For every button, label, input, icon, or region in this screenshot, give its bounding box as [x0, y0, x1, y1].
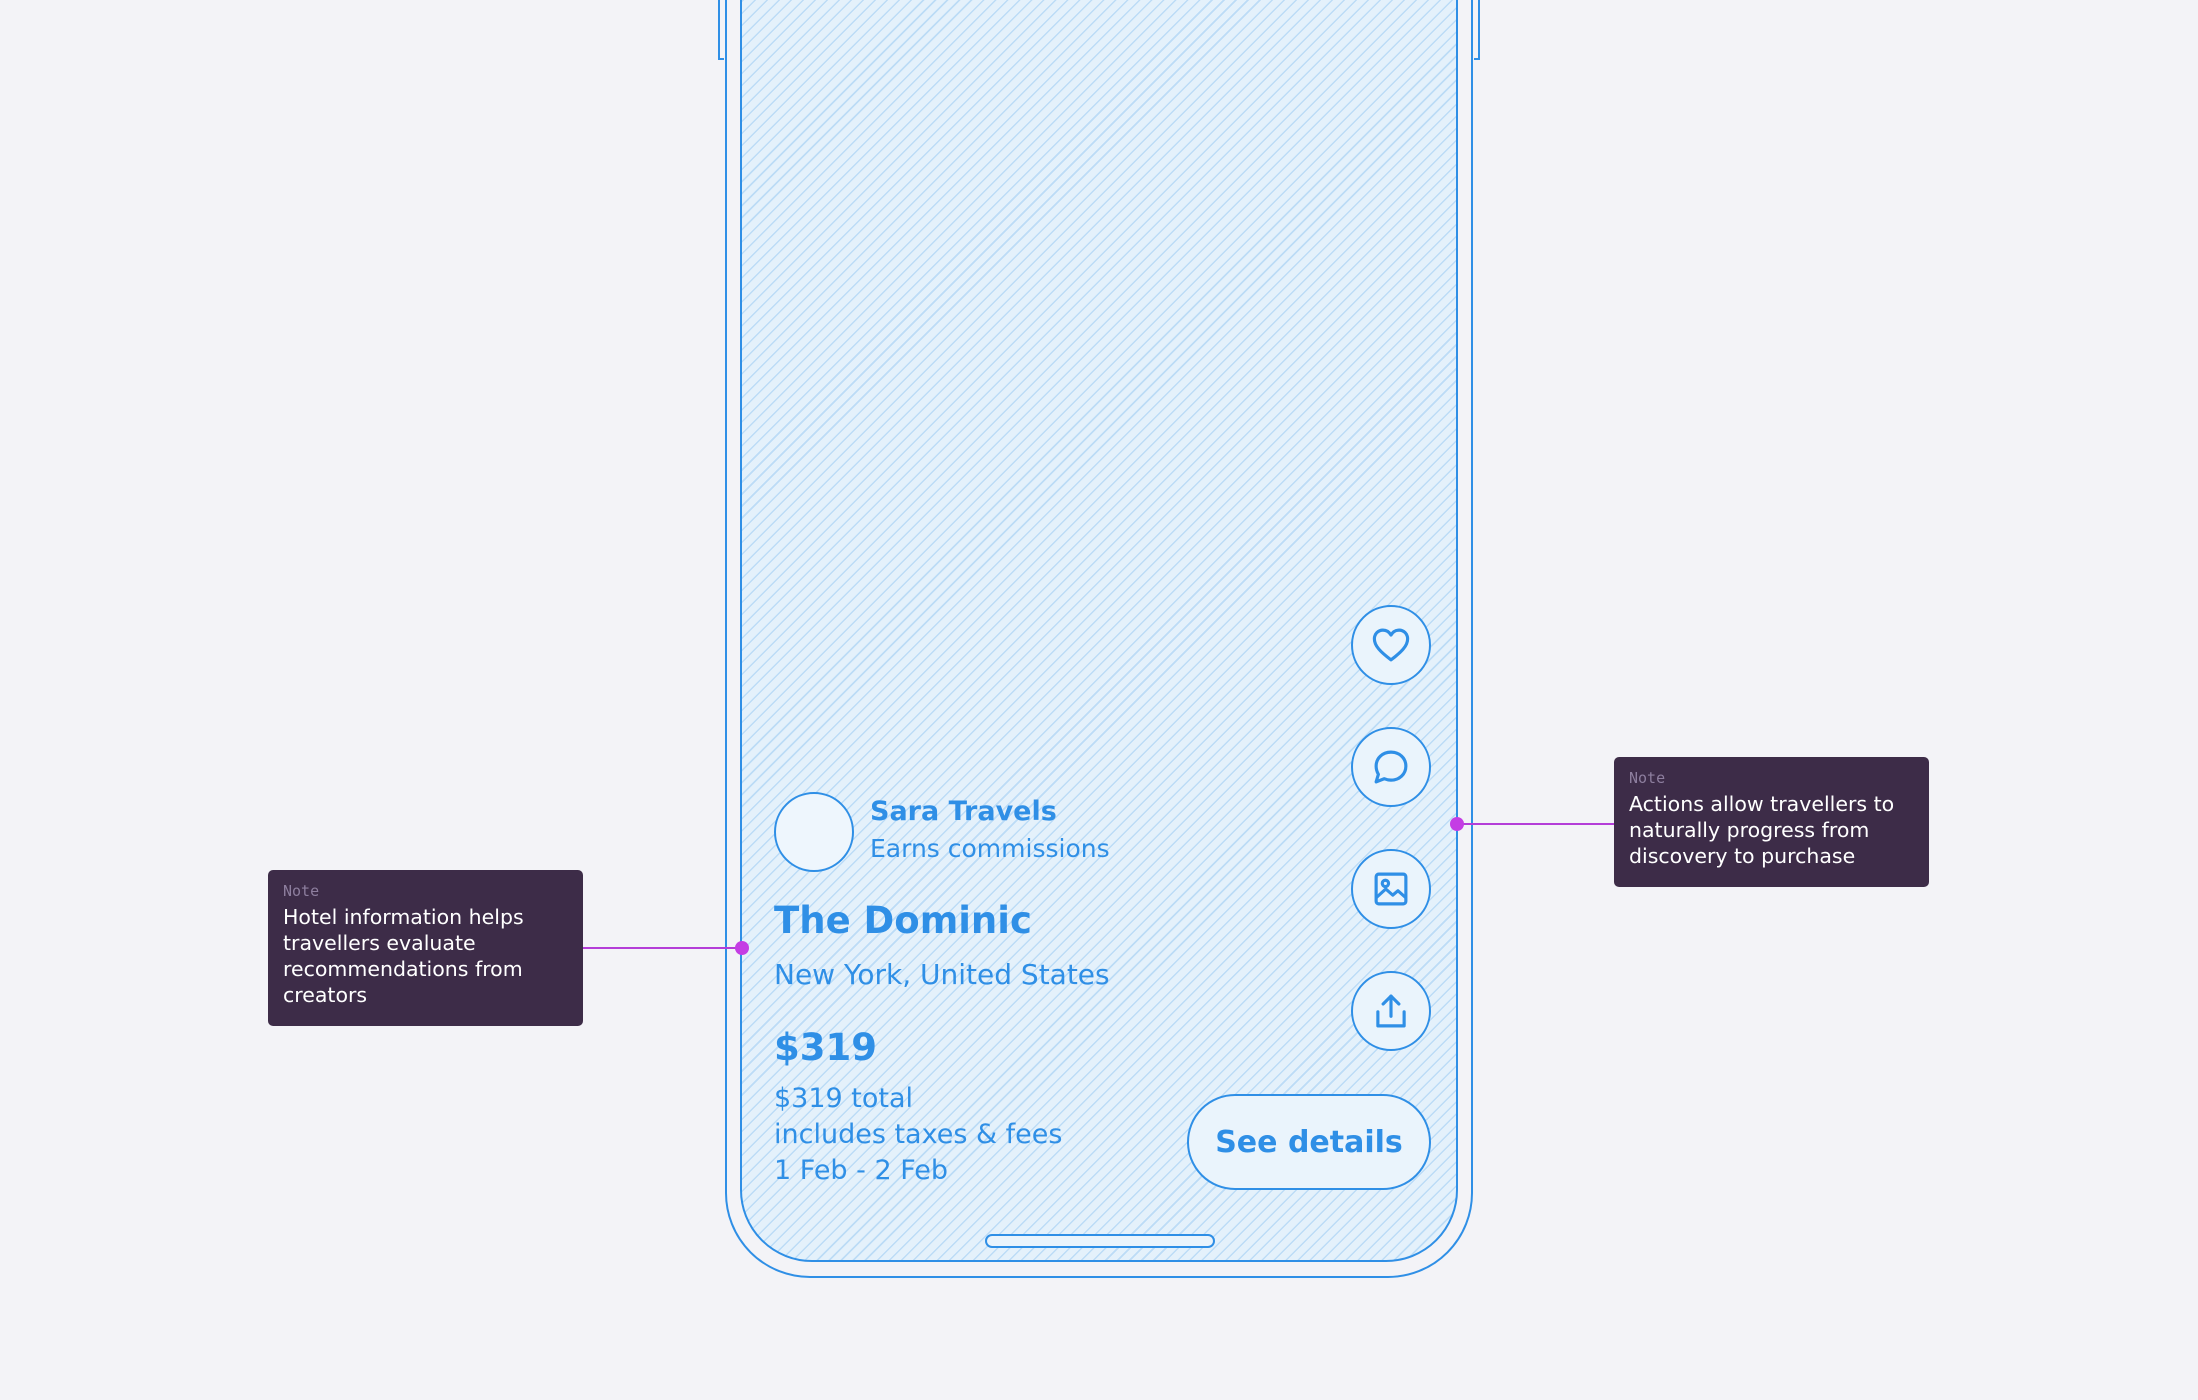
note-text: Actions allow travellers to naturally pr…: [1629, 792, 1895, 868]
note-connector-left: [583, 947, 742, 949]
creator-subtitle: Earns commissions: [870, 834, 1110, 863]
photos-button[interactable]: [1351, 849, 1431, 929]
comment-icon: [1374, 750, 1408, 784]
hotel-price: $319: [774, 1026, 877, 1069]
home-indicator[interactable]: [985, 1234, 1215, 1248]
phone-screen: [740, 0, 1458, 1262]
price-taxes-note: includes taxes & fees: [774, 1119, 1063, 1150]
creator-name[interactable]: Sara Travels: [870, 796, 1057, 827]
note-anchor-dot-left: [735, 941, 749, 955]
heart-icon: [1372, 628, 1410, 662]
note-text: Hotel information helps travellers evalu…: [283, 905, 524, 1007]
note-connector-right: [1458, 823, 1614, 825]
share-button[interactable]: [1351, 971, 1431, 1051]
price-total: $319 total: [774, 1083, 914, 1114]
note-anchor-dot-right: [1450, 817, 1464, 831]
phone-frame: [725, 0, 1473, 1278]
phone-side-button-left: [718, 0, 724, 60]
note-label: Note: [1629, 769, 1666, 787]
see-details-button[interactable]: See details: [1187, 1094, 1431, 1190]
note-label: Note: [283, 882, 320, 900]
hotel-location: New York, United States: [774, 958, 1110, 991]
note-actions: Note Actions allow travellers to natural…: [1614, 757, 1929, 887]
note-hotel-information: Note Hotel information helps travellers …: [268, 870, 583, 1026]
share-icon: [1376, 994, 1406, 1028]
comment-button[interactable]: [1351, 727, 1431, 807]
stay-dates: 1 Feb - 2 Feb: [774, 1155, 949, 1186]
image-icon: [1374, 872, 1408, 906]
creator-avatar[interactable]: [774, 792, 854, 872]
phone-side-button-right: [1474, 0, 1480, 60]
like-button[interactable]: [1351, 605, 1431, 685]
hotel-name: The Dominic: [774, 899, 1032, 942]
